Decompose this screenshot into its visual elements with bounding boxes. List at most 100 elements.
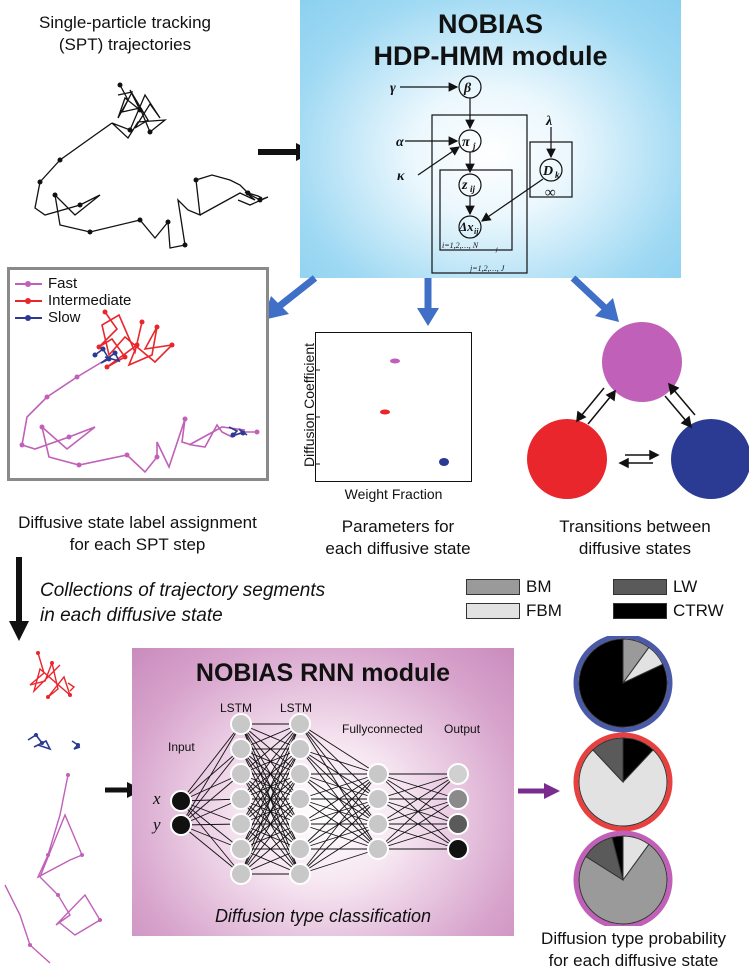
nn-node (289, 838, 311, 860)
dx-node-sub: ij (474, 227, 479, 236)
bm-swatch (466, 579, 520, 595)
transitions-caption-2: diffusive states (578, 539, 692, 558)
fast-state-point (390, 358, 400, 364)
input-x-label: x (153, 789, 161, 808)
pie-slice-intermediate-lw (592, 737, 624, 784)
parameters-caption-1: Parameters for (341, 517, 455, 536)
pie-ring-slow (573, 636, 673, 733)
nn-node (170, 790, 192, 812)
pie-slice-intermediate-fbm (578, 749, 668, 827)
plot-x-label: Weight Fraction (344, 486, 443, 502)
nn-connection (299, 773, 379, 825)
intermediate-state-point (380, 409, 390, 415)
hdp-hmm-module-box (300, 0, 681, 278)
state-label-caption: Diffusive state label assignment for eac… (0, 512, 275, 556)
plate-j-label: j=1,2,…, J (469, 264, 505, 273)
alpha-label: α (396, 135, 404, 150)
z-node-sub: ij (470, 184, 476, 194)
parameter-plot-marks (315, 358, 449, 466)
pie-charts (573, 636, 673, 926)
nn-connection (240, 798, 301, 875)
parameters-caption-2: each diffusive state (325, 539, 471, 558)
nn-connection (299, 773, 379, 800)
ctrw-swatch (613, 603, 667, 619)
nn-node (230, 788, 252, 810)
state-label-panel (7, 267, 269, 481)
pie-caption-1: Diffusion type probability (541, 929, 726, 948)
lw-swatch (613, 579, 667, 595)
plot-y-label: Diffusion Coefficient (301, 343, 317, 467)
pie-slice-fast-bm (578, 843, 668, 925)
nn-node (230, 838, 252, 860)
rnn-title: NOBIAS RNN module (195, 659, 451, 687)
pie-ring-intermediate (573, 732, 673, 832)
nn-node (230, 813, 252, 835)
nn-connection (180, 824, 242, 875)
nn-connection (240, 723, 301, 825)
transitions-caption-1: Transitions between (559, 517, 711, 536)
nn-node (367, 788, 389, 810)
collections-caption: Collections of trajectory segments in ea… (40, 578, 370, 628)
spt-caption-line1: Single-particle tracking (39, 13, 211, 32)
pie-caption-2: for each diffusive state (548, 951, 719, 970)
hdp-title-line2: HDP-HMM module (373, 41, 608, 71)
nn-node (367, 813, 389, 835)
legend-slow: Slow (48, 309, 81, 326)
nn-connection (299, 773, 379, 875)
graphical-model: γ β α κ π j λ D k ∞ z ij Δx ij i=1,2,…, … (390, 75, 573, 274)
raw-trajectory (34, 82, 269, 249)
gamma-label: γ (390, 81, 396, 96)
nn-node (289, 813, 311, 835)
z-node: z (461, 178, 468, 193)
nn-connection (377, 773, 459, 825)
nn-node (230, 863, 252, 885)
nn-connection (299, 723, 379, 775)
pie-slice-slow-ctrw (578, 638, 668, 728)
nn-node (289, 713, 311, 735)
bm-label: BM (526, 577, 552, 596)
pie-caption: Diffusion type probability for each diff… (518, 928, 749, 972)
nn-node (447, 763, 469, 785)
nn-node (367, 763, 389, 785)
state-transitions (527, 322, 749, 499)
pi-node: π (462, 135, 470, 150)
fbm-label: FBM (526, 601, 562, 620)
nn-node (447, 788, 469, 810)
nn-connection (240, 823, 301, 875)
nn-connection (377, 798, 459, 850)
layer-label-lstm1: LSTM (220, 701, 253, 715)
nn-connection (299, 823, 379, 875)
slow-state-circle (671, 419, 749, 499)
nn-node (230, 738, 252, 760)
parameters-caption: Parameters for each diffusive state (298, 516, 498, 560)
nn-connection (377, 823, 459, 850)
nn-node (289, 738, 311, 760)
nn-node (170, 814, 192, 836)
plate-i-label: i=1,2,…, N (442, 241, 479, 250)
blue-arrows (263, 275, 619, 326)
state-label-caption-2: for each SPT step (69, 535, 206, 554)
d-node-sub: k (555, 170, 560, 180)
nn-connection (180, 748, 242, 826)
nn-connection (240, 723, 301, 800)
nn-connection (180, 723, 242, 802)
legend-fast: Fast (48, 275, 78, 292)
nn-connection (180, 773, 242, 826)
intermediate-state-circle (527, 419, 607, 499)
nn-connection (240, 773, 301, 875)
nn-connection (180, 800, 242, 875)
nn-connection (299, 798, 379, 875)
lambda-label: λ (545, 114, 552, 129)
rnn-footer: Diffusion type classification (214, 906, 432, 926)
down-arrow (9, 557, 29, 641)
fbm-swatch (466, 603, 520, 619)
input-y-label: y (153, 815, 161, 834)
neural-network (170, 713, 469, 885)
nn-node (447, 813, 469, 835)
layer-label-fc: Fullyconnected (342, 722, 423, 736)
nn-node (230, 763, 252, 785)
nn-node (230, 713, 252, 735)
spt-caption: Single-particle tracking (SPT) trajector… (0, 12, 250, 56)
layer-label-lstm2: LSTM (280, 701, 313, 715)
nn-connection (377, 773, 459, 800)
